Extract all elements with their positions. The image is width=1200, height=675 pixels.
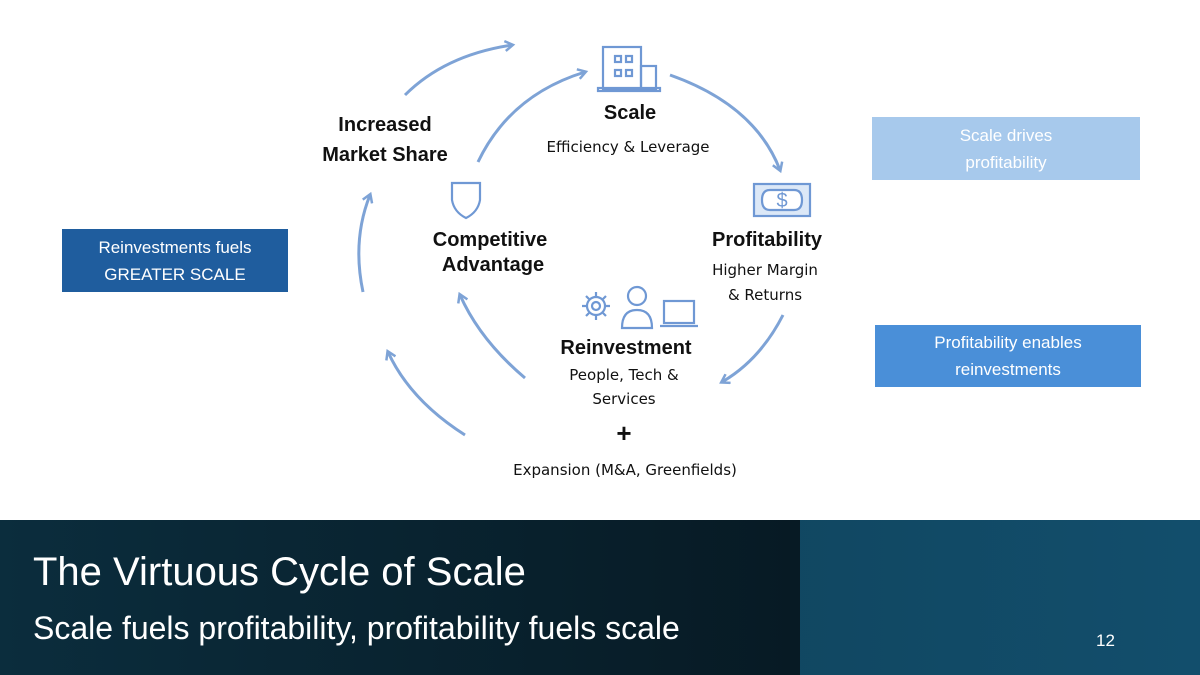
market-share-line2: Market Share: [322, 144, 448, 166]
building-icon: [596, 45, 662, 93]
arrow-market-share-up: [403, 45, 512, 97]
slide-subtitle: Scale fuels profitability, profitability…: [33, 610, 680, 646]
expansion-label: Expansion (M&A, Greenfields): [513, 461, 737, 479]
reinvestment-line2: Services: [592, 390, 656, 408]
scale-title: Scale: [603, 102, 657, 124]
reinvestment-title: Reinvestment: [560, 337, 692, 359]
laptop-icon: [660, 299, 698, 328]
arrow-profitability-to-reinvestment: [722, 314, 785, 382]
profitability-line1: Higher Margin: [712, 261, 818, 279]
cycle-graphics: $: [357, 0, 812, 437]
competitive-line2: Advantage: [441, 254, 545, 276]
money-icon: [752, 182, 812, 218]
plus-sign: +: [616, 418, 632, 448]
page-number: 12: [1096, 631, 1115, 650]
market-share-line1: Increased: [338, 114, 432, 136]
arrow-competitive-to-scale: [476, 72, 585, 163]
scale-subtitle: Efficiency & Leverage: [546, 138, 710, 156]
arrow-expansion-to-left: [388, 352, 466, 437]
profitability-line2: & Returns: [727, 286, 803, 304]
gear-icon: [582, 292, 610, 320]
competitive-line1: Competitive: [432, 229, 548, 251]
slide-title: The Virtuous Cycle of Scale: [33, 550, 526, 594]
person-icon: [620, 285, 654, 330]
arrow-scale-to-profitability: [669, 73, 780, 170]
shield-icon: [450, 181, 482, 220]
arrow-reinvestment-to-competitive: [460, 295, 526, 380]
arrow-left-up: [357, 195, 370, 293]
title-footer: The Virtuous Cycle of Scale Scale fuels …: [0, 520, 1200, 675]
reinvestment-line1: People, Tech &: [569, 366, 679, 384]
profitability-title: Profitability: [711, 229, 823, 251]
dollar-sign: $: [776, 190, 787, 212]
